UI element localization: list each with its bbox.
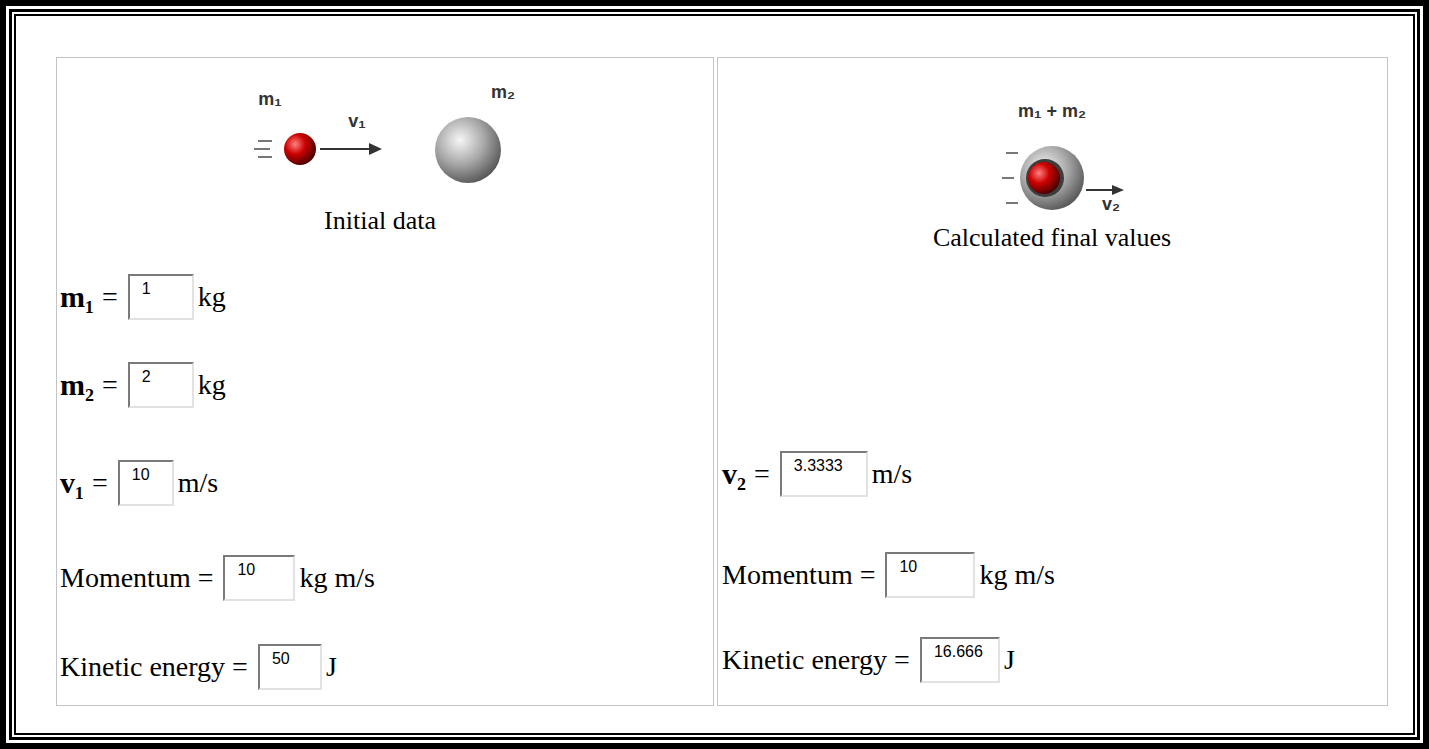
- value-text: 1: [142, 279, 151, 298]
- motion-line: [1002, 177, 1014, 179]
- value-text: 10: [899, 557, 917, 576]
- motion-line: [258, 156, 272, 158]
- variable-symbol: m₁: [60, 279, 94, 315]
- value-box: 16.666: [920, 637, 1000, 683]
- panel-heading: Initial data: [324, 205, 436, 236]
- frame-gap: [12, 12, 1417, 737]
- unit-label: J: [1004, 643, 1015, 677]
- quantity-label: Kinetic energy =: [722, 643, 910, 677]
- unit-label: J: [326, 650, 337, 684]
- figure-label: v₂: [1102, 194, 1120, 216]
- figure-label: v₁: [348, 111, 365, 133]
- small-ball: [284, 133, 316, 165]
- quantity-label: Momentum =: [60, 561, 213, 595]
- unit-label: kg m/s: [979, 558, 1054, 592]
- value-box: 10: [118, 460, 174, 506]
- figure-label: m₁ + m₂: [1018, 101, 1086, 123]
- value-box: 2: [128, 362, 194, 408]
- value-box: 1: [128, 274, 194, 320]
- value-text: 2: [142, 367, 151, 386]
- figure-label: m₂: [491, 82, 515, 104]
- motion-line: [1006, 152, 1018, 154]
- arrow-head: [1112, 185, 1124, 195]
- small-ball: [1028, 162, 1060, 194]
- variable-symbol: v₁: [60, 465, 84, 501]
- input-panel: Initial data 1 2 10 10 50: [56, 57, 714, 706]
- equals-sign: =: [102, 280, 118, 314]
- variable-symbol: v₂: [722, 456, 746, 492]
- motion-line: [1006, 202, 1018, 204]
- value-box: 10: [885, 552, 975, 598]
- velocity-arrow: [1086, 189, 1114, 191]
- panel-heading: Calculated final values: [933, 222, 1171, 253]
- unit-label: kg: [198, 368, 226, 402]
- velocity-arrow: [320, 148, 372, 150]
- value-text: 50: [272, 649, 290, 668]
- inner-frame: [14, 14, 1415, 735]
- equals-sign: =: [92, 466, 108, 500]
- quantity-label: Momentum =: [722, 558, 875, 592]
- value-text: 3.3333: [794, 456, 843, 475]
- frame-gap: [6, 6, 1423, 743]
- motion-line: [258, 140, 272, 142]
- value-box: 50: [258, 644, 322, 690]
- large-ball: [1020, 146, 1084, 210]
- motion-line: [254, 148, 270, 150]
- unit-label: m/s: [178, 466, 218, 500]
- value-box: 3.3333: [780, 451, 868, 497]
- result-panel: Calculated final values 3.3333 10 16.666: [717, 57, 1388, 706]
- large-ball: [435, 117, 501, 183]
- arrow-head: [369, 143, 382, 155]
- figure-label: m₁: [258, 89, 281, 111]
- quantity-label: Kinetic energy =: [60, 650, 248, 684]
- unit-label: kg m/s: [299, 561, 374, 595]
- page-ground: [16, 16, 1413, 733]
- value-box: 10: [223, 555, 295, 601]
- value-text: 10: [237, 560, 255, 579]
- equals-sign: =: [102, 368, 118, 402]
- ball-cavity: [1026, 159, 1064, 197]
- variable-symbol: m₂: [60, 367, 94, 403]
- value-text: 16.666: [934, 642, 983, 661]
- middle-frame: [9, 9, 1420, 740]
- value-text: 10: [132, 465, 150, 484]
- before-collision-figure: [254, 117, 501, 183]
- unit-label: kg: [198, 280, 226, 314]
- unit-label: m/s: [872, 457, 912, 491]
- equals-sign: =: [754, 457, 770, 491]
